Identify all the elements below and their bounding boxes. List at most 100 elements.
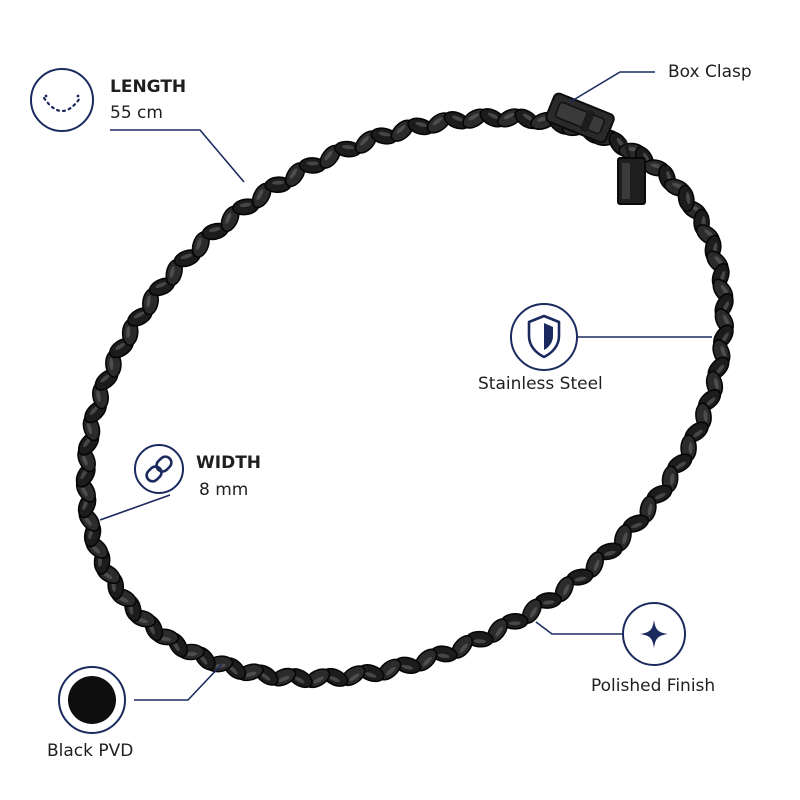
chain-link-highlight [155,282,167,289]
chain-link-highlight [401,664,414,670]
black-pvd-leader-line [134,663,223,701]
chain-link-highlight [115,342,126,351]
chain-link-highlight [675,461,687,469]
chain-link-icon [145,455,173,483]
chain-link-highlight [459,643,468,653]
chain-link-highlight [146,295,151,308]
chain-link-highlight [80,468,88,480]
chain-link-highlight [630,522,643,529]
polished-finish-leader-line [535,621,622,635]
box-clasp [545,92,615,144]
chain-link-highlight [574,576,587,582]
chain-link-highlight [647,503,653,516]
length-leader-line [110,129,245,183]
chain-link-highlight [208,227,221,232]
chain-link-highlight [196,238,202,250]
chain-link-highlight [180,253,193,260]
chain-link-highlight [324,150,333,161]
leader-lines [99,71,712,701]
black-pvd-icon-ring [58,666,126,734]
chain-link-highlight [473,639,486,644]
chain-link-highlight [396,124,406,134]
polished-finish-icon-ring [622,602,686,666]
chain-link-highlight [542,600,555,605]
chain-link-highlight [80,485,88,497]
chain-link-highlight [432,117,443,126]
chain-link-highlight [593,559,600,571]
chain-link-highlight [83,516,92,526]
chain-link-highlight [468,113,479,121]
chain-link-highlight [722,314,730,326]
chain-link-highlight [626,147,639,152]
chain-link-highlight [714,256,724,266]
chain-link-highlight [360,136,369,146]
chain-link-highlight [522,113,534,121]
chain-link-highlight [720,346,727,358]
chain-link-highlight [313,676,324,684]
chain-link-highlight [126,326,131,339]
chain-link-highlight [415,121,427,128]
box-clasp-leader-line [569,71,655,103]
chain-link-highlight [278,675,290,682]
chain-link-highlight [328,676,341,683]
chain-link-highlight [692,429,703,438]
chain-link-highlight [688,442,693,455]
chain-link-highlight [562,584,570,596]
chain-link-highlight [169,266,175,278]
length-title: LENGTH [110,77,187,97]
chain-link-highlight [503,112,515,120]
shield-icon [527,314,561,359]
chain-link-highlight [715,364,725,375]
chain-link-highlight [225,212,232,224]
chain-link-highlight [603,550,616,556]
chain-link-highlight [109,358,114,370]
chain-link-highlight [100,374,111,383]
chain-link-highlight [385,666,396,676]
chain-link-highlight [364,672,377,678]
chain-link-highlight [256,189,264,200]
hanging-tag [617,139,646,205]
chain-link-highlight [89,405,99,415]
chain-link-highlight [487,112,499,120]
chain-link-highlight [245,671,257,677]
stainless-steel-icon-ring [510,303,578,371]
chain-link-highlight [685,192,691,205]
width-value: 8 mm [199,480,249,500]
chain-link-highlight [508,621,521,626]
chain-link-highlight [706,397,716,407]
chain-link-highlight [260,672,271,681]
chain-link-highlight [349,673,360,682]
length-icon-ring [30,68,94,132]
chain-link-highlight [703,410,708,422]
width-leader-line [99,494,171,521]
chain-link-highlight [670,473,675,486]
chain-link-highlight [622,532,628,545]
width-title: WIDTH [196,453,262,473]
chain-link-highlight [422,656,432,666]
chain-link-highlight [437,653,450,659]
chain-link-highlight [720,284,729,295]
chain-link-highlight [378,131,391,137]
necklace-length-icon [42,94,82,113]
chain-link-highlight [96,390,101,403]
chain-link-highlight [714,377,719,390]
chain-link-highlight [133,311,145,319]
chain-link-highlight [90,544,101,554]
box-clasp-label: Box Clasp [668,62,752,82]
chain-link-highlight [306,161,319,166]
chain-link-highlight [654,492,666,500]
stainless-steel-label: Stainless Steel [478,374,603,394]
chain-link-highlight [342,145,355,150]
chain-link-highlight [495,626,503,637]
chain-link-highlight [239,202,252,208]
black-circle-swatch [68,676,116,724]
black-pvd-label: Black PVD [47,741,134,761]
chain-link-highlight [228,665,238,675]
chain-link-highlight [81,454,88,466]
width-icon-ring [134,444,184,494]
chain-link-highlight [87,422,93,435]
chain-link-highlight [721,332,729,343]
chain-link-highlight [185,651,198,657]
